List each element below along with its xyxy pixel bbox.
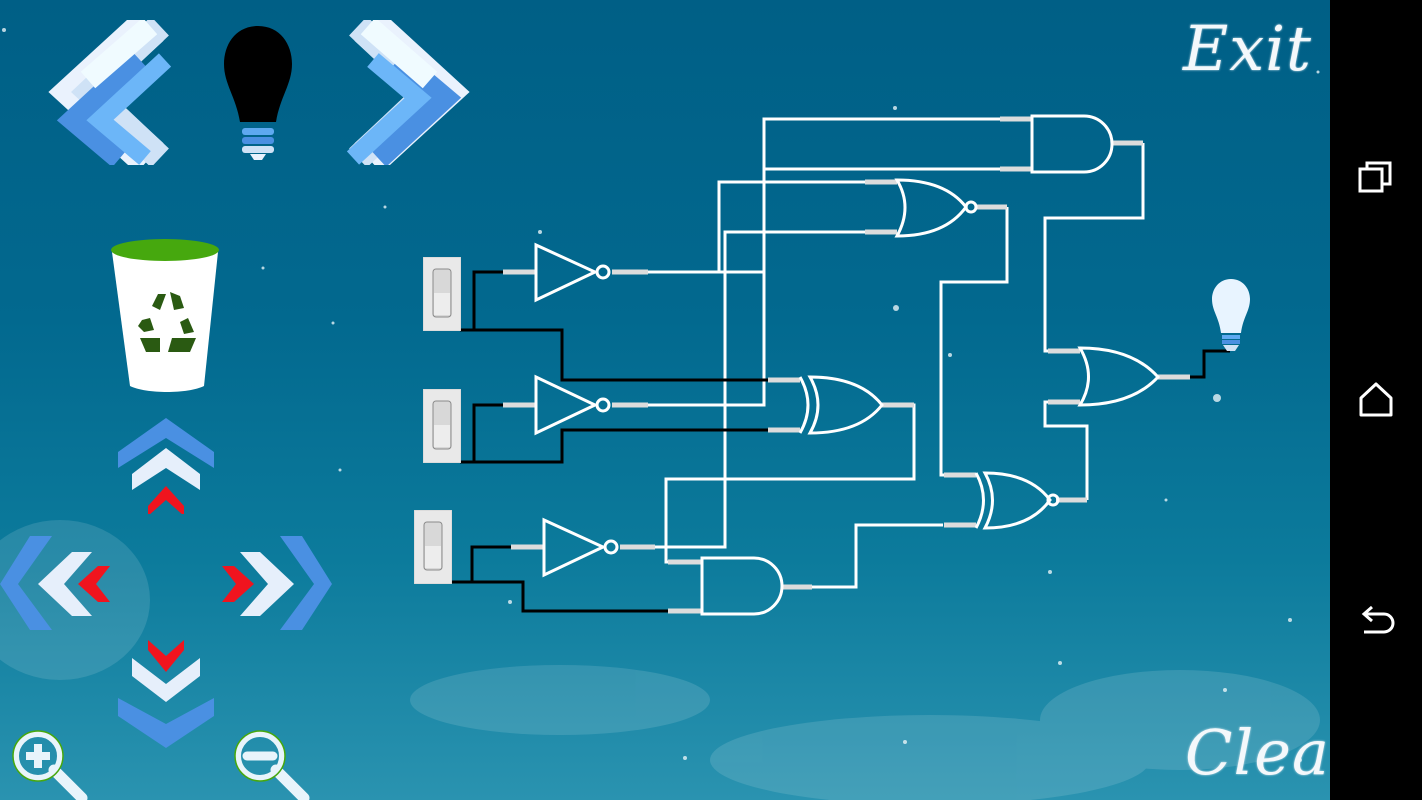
light-bulb-icon[interactable] (218, 22, 298, 162)
input-switch[interactable] (414, 510, 452, 584)
input-switch[interactable] (423, 257, 461, 331)
pan-down-button[interactable] (118, 640, 214, 750)
pan-left-button[interactable] (0, 534, 112, 634)
exit-button[interactable]: Exit (1183, 12, 1312, 85)
input-switch[interactable] (423, 389, 461, 463)
output-bulb-icon (1212, 279, 1250, 351)
recycle-bin-button[interactable] (108, 234, 226, 396)
plus-icon (26, 744, 50, 768)
recent-apps-icon[interactable] (1350, 152, 1402, 204)
android-nav-bar (1330, 0, 1422, 800)
next-component-button[interactable] (343, 20, 518, 165)
back-icon[interactable] (1350, 596, 1402, 648)
circuit-canvas[interactable]: Exit Clear (0, 0, 1330, 800)
clear-button[interactable]: Clear (1185, 716, 1330, 789)
prev-component-button[interactable] (0, 20, 175, 165)
zoom-in-button[interactable] (10, 728, 90, 800)
home-icon[interactable] (1350, 374, 1402, 426)
zoom-out-button[interactable] (232, 728, 312, 800)
recycle-icon (138, 292, 196, 352)
pan-right-button[interactable] (222, 534, 334, 634)
pan-up-button[interactable] (118, 416, 214, 514)
